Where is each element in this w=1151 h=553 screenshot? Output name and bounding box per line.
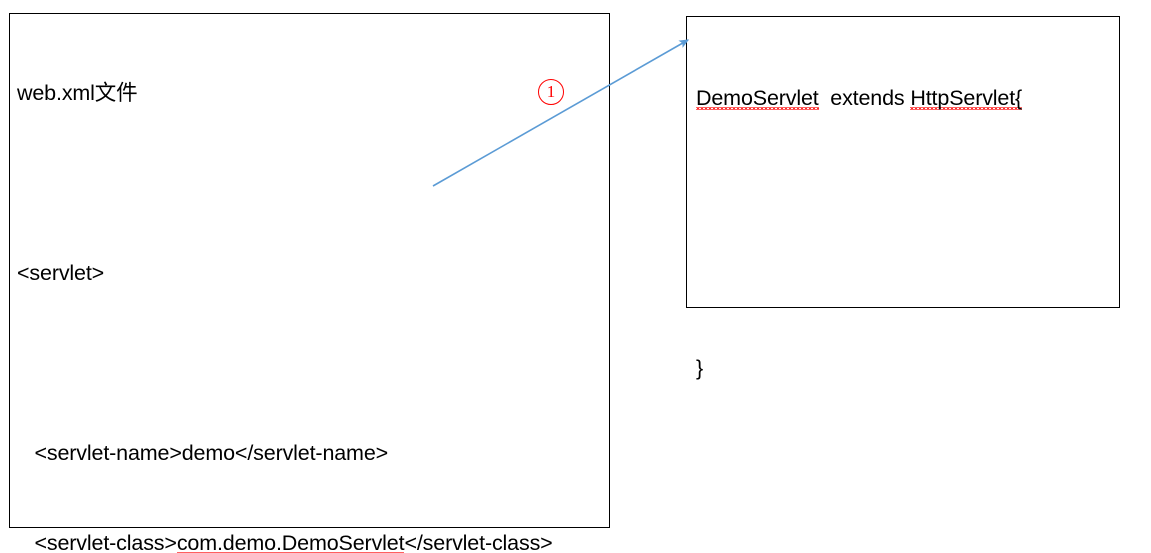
xml-line-servlet-class: <servlet-class>com.demo.DemoServlet</ser… [17,528,607,553]
xml-line-servlet-open: <servlet> [17,261,105,285]
java-line-closing-brace: } [696,356,704,380]
marker-circle-one: 1 [538,79,564,105]
java-code-lines: DemoServlet extends HttpServlet{ } [696,23,1117,443]
servlet-class-open-tag: <servlet-class> [17,531,177,553]
web-xml-code-box: web.xml文件 <servlet> <servlet-name>demo</… [9,13,610,553]
java-extends-keyword: extends [818,86,911,110]
xml-line-servlet-name: <servlet-name>demo</servlet-name> [17,441,389,465]
java-class-name-misspelled: DemoServlet [696,86,819,110]
xml-line-blank-2 [17,348,607,378]
xml-line-heading: web.xml文件 [17,81,138,105]
java-line-class-declaration: DemoServlet extends HttpServlet{ [696,83,1117,113]
java-superclass-misspelled: HttpServlet{ [910,86,1023,110]
servlet-class-value-misspelled: com.demo.DemoServlet [176,531,405,553]
servlet-class-close-tag: </servlet-class> [404,531,553,553]
web-xml-code-lines: web.xml文件 <servlet> <servlet-name>demo</… [17,18,607,553]
xml-line-blank-1 [17,168,607,198]
java-class-code-box: DemoServlet extends HttpServlet{ } [686,16,1120,380]
java-line-blank-1 [696,173,1117,203]
java-line-blank-2 [696,263,1117,293]
